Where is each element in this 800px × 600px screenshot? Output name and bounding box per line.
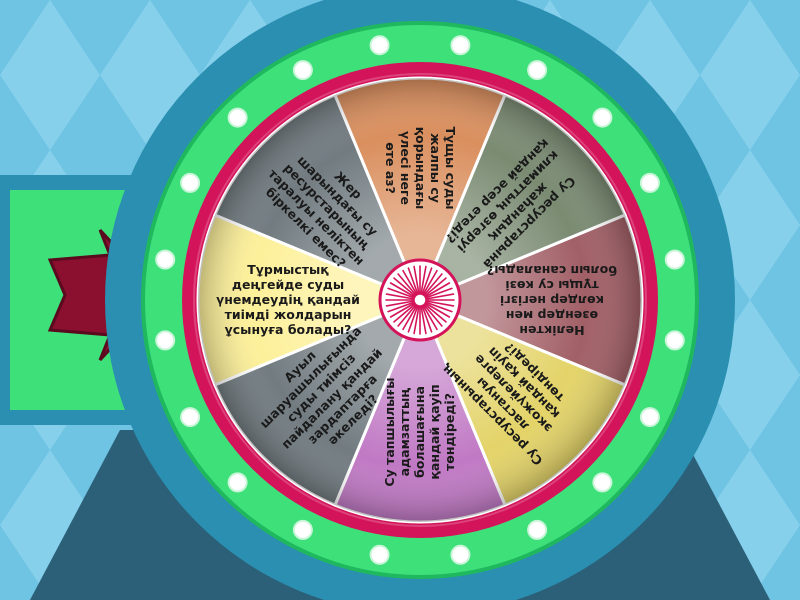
hub-ray (421, 267, 433, 296)
rim-bulb (664, 330, 685, 351)
rim-bulb (155, 330, 176, 351)
hub-ray (425, 293, 455, 300)
rim-bulb (155, 249, 176, 270)
rim-bulb (592, 107, 613, 128)
segment-question-line: Тұщы суды (443, 126, 458, 209)
rim-bulb (369, 544, 390, 565)
segment-question-line: болып саналады? (487, 263, 617, 278)
segment-question-line: үлесі неге (398, 131, 413, 205)
hub-ray (402, 269, 418, 296)
rim-bulb (450, 35, 471, 56)
rim-bulb (527, 519, 548, 540)
hub-ray (423, 273, 443, 297)
hub-ray (397, 273, 417, 297)
segment-question-line: Тұрмыстық (247, 262, 329, 277)
segment-question-line: көлдер негізгі (500, 293, 604, 308)
hub-ray (413, 305, 420, 335)
hub-ray (407, 304, 419, 333)
pointer-arrow (47, 228, 163, 362)
rim-bulb (450, 544, 471, 565)
hub-ray (387, 301, 416, 313)
hub-disc (378, 258, 462, 342)
hub-ray (385, 300, 415, 307)
hub-burst-icon (385, 265, 455, 335)
rim-bulb (292, 519, 313, 540)
hub-ray (393, 277, 417, 297)
hub-ray (407, 267, 419, 296)
rim-bulb (664, 249, 685, 270)
rim-bulb (180, 407, 201, 428)
segment-question: Су тапшылығыадамзаттыңболашағынақандай қ… (382, 377, 457, 486)
hub-ray (389, 282, 416, 298)
rim-bulb (292, 60, 313, 81)
hub-ray (420, 265, 427, 295)
segment-question: Су ресурстарынажаһандықклиматтың өзгеруі… (443, 136, 585, 278)
segment-question-line: төндіреді? (442, 393, 457, 471)
wheel-green-rim-edge (141, 21, 699, 579)
segment-question-line: үнемдеудің қандай (216, 292, 360, 307)
segment-question-line: адамзаттың (397, 388, 412, 477)
rim-bulb (639, 172, 660, 193)
hub-ray (424, 301, 453, 313)
hub-ray (389, 302, 416, 318)
segment-question-line: өте аз? (383, 142, 398, 194)
hub-ray (424, 282, 451, 298)
hub-ray (421, 304, 433, 333)
rim-bulb (639, 407, 660, 428)
hub-ray (393, 303, 417, 323)
hub-ray (423, 277, 447, 297)
rim-bulb (592, 472, 613, 493)
hub-ray (385, 293, 415, 300)
hub-ray (420, 305, 427, 335)
hub-ray (425, 300, 455, 307)
segment-question-line: өзендер мен (506, 308, 598, 323)
hub-ray (402, 304, 418, 331)
segment-question-line: тұщы су көзі (505, 278, 598, 293)
hub-ray (423, 303, 443, 327)
segment-question-line: жалпы су (428, 133, 443, 203)
segment-question-line: ұсынуға болады? (225, 322, 352, 337)
hub-ray (424, 287, 453, 299)
segment-question-line: болашағына (412, 386, 427, 478)
rim-bulbs (155, 35, 685, 565)
segment-question-line: қандай қауіп (427, 384, 442, 479)
hub-ray (397, 303, 417, 327)
rim-bulb (369, 35, 390, 56)
segment-question-line: Неліктен (519, 323, 584, 338)
segment-question-line: қорындағы (413, 127, 428, 210)
hub-ray (423, 303, 447, 323)
hub-ray (413, 265, 420, 295)
hub-ray (387, 287, 416, 299)
segment-question-line: деңгейде суды (232, 277, 344, 292)
rim-bulb (527, 60, 548, 81)
segment-question: Неліктенөзендер менкөлдер негізгітұщы су… (487, 263, 617, 338)
hub-ray (424, 302, 451, 318)
rim-bulb (227, 107, 248, 128)
hub-ray (422, 304, 438, 331)
wheel-hub[interactable] (378, 258, 462, 342)
rim-bulb (227, 472, 248, 493)
segment-question: Тұщы судыжалпы суқорындағыүлесі негеөте … (383, 126, 458, 209)
hub-ray (422, 269, 438, 296)
rim-bulb (180, 172, 201, 193)
wheel-inner-highlight (193, 73, 647, 527)
segment-question-line: Су тапшылығы (382, 377, 397, 486)
segment-question-line: тиімді жолдарын (225, 307, 352, 322)
